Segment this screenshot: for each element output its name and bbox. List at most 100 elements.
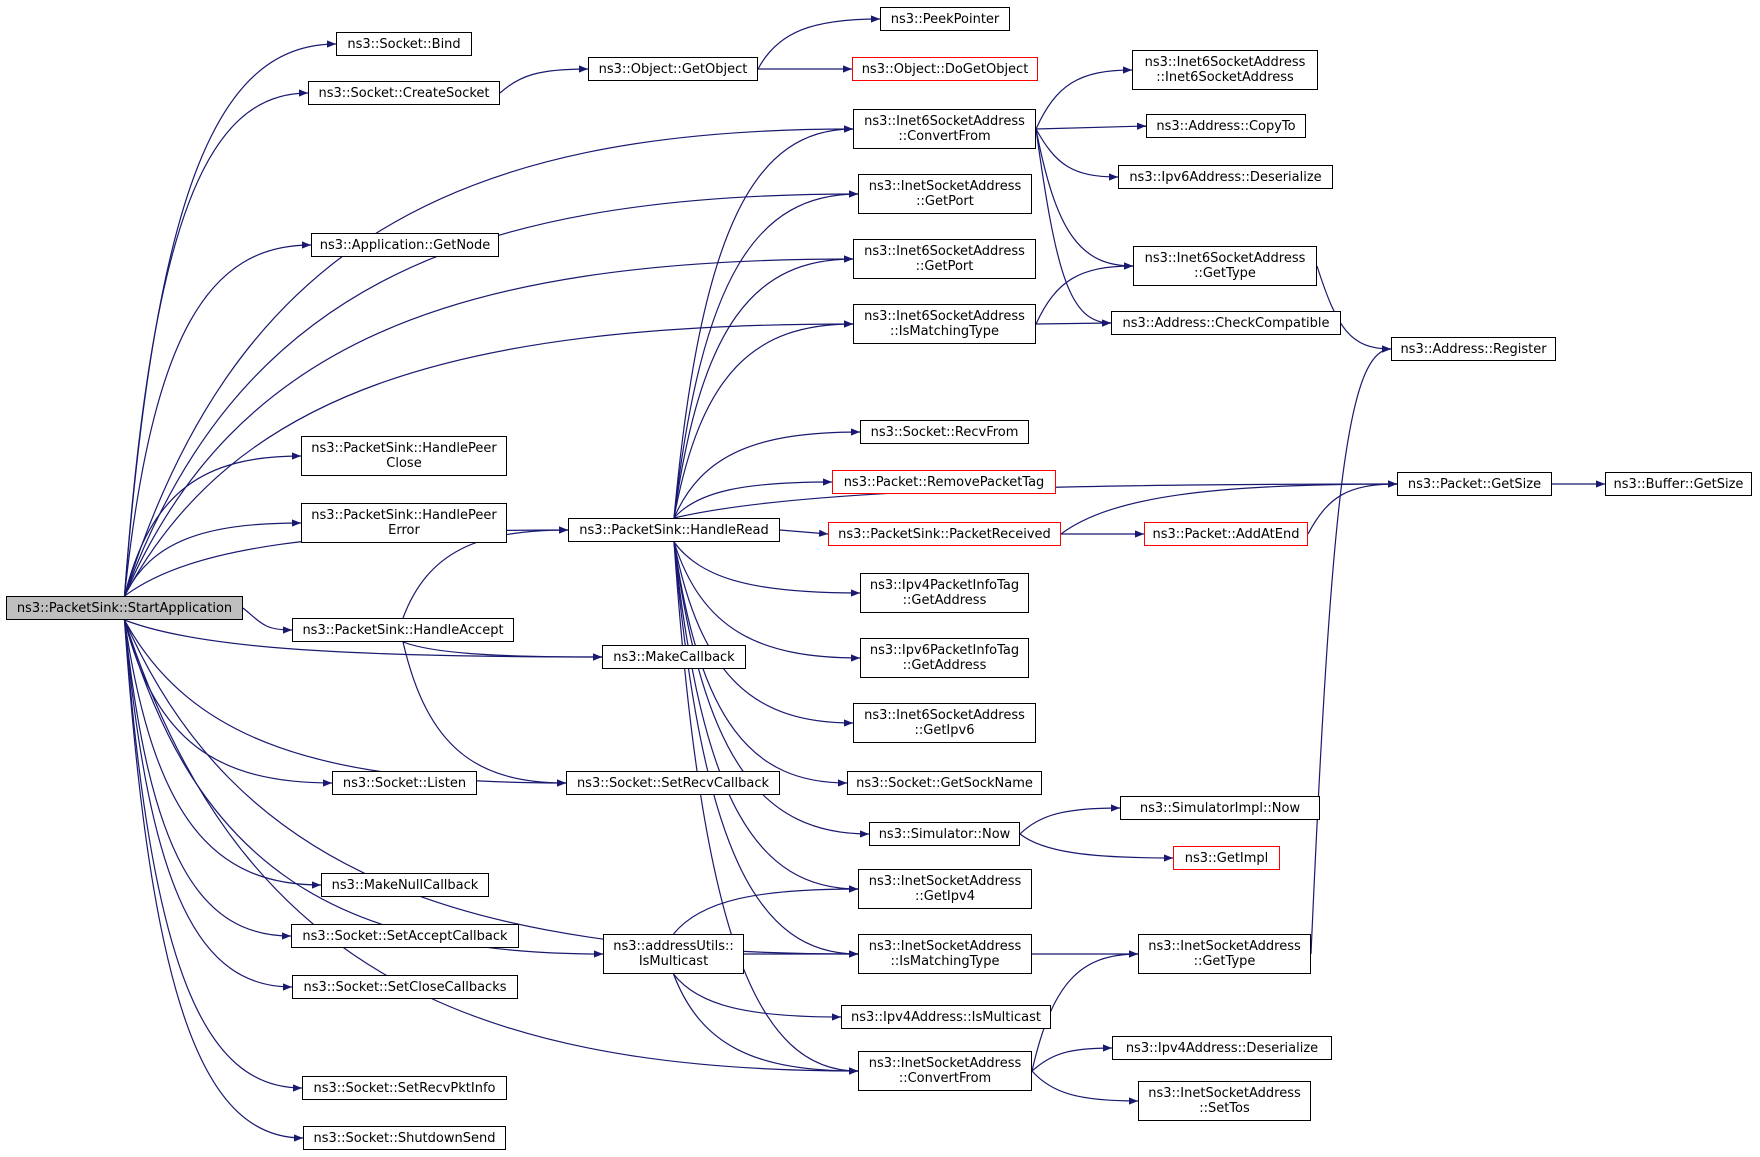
node-set-tos[interactable]: ns3::InetSocketAddress ::SetTos: [1138, 1081, 1311, 1121]
edge-root-to-handleAccept: [242, 607, 293, 634]
node-shutdown-send[interactable]: ns3::Socket::ShutdownSend: [303, 1126, 506, 1150]
edge-packetReceived-to-pGetSize: [1060, 480, 1398, 535]
node-i-get-port[interactable]: ns3::InetSocketAddress ::GetPort: [858, 174, 1032, 214]
node-handle-peer-close[interactable]: ns3::PacketSink::HandlePeer Close: [301, 436, 507, 476]
node-i6-get-port[interactable]: ns3::Inet6SocketAddress ::GetPort: [853, 239, 1036, 279]
edge-root-to-setAcceptCb: [123, 619, 292, 940]
node-get-node[interactable]: ns3::Application::GetNode: [311, 233, 499, 257]
node-i6-is-match[interactable]: ns3::Inet6SocketAddress ::IsMatchingType: [853, 304, 1036, 344]
edge-simNow-to-getImpl: [1019, 833, 1174, 862]
edge-root-to-iGetPort: [123, 190, 859, 597]
edge-iConvertFrom-to-iGetType: [1031, 950, 1139, 1072]
edge-root-to-setCloseCbs: [123, 619, 293, 991]
edge-root-to-setRecvPktInfo: [123, 619, 303, 1092]
node-sim-impl-now[interactable]: ns3::SimulatorImpl::Now: [1120, 796, 1320, 820]
node-remove-tag[interactable]: ns3::Packet::RemovePacketTag: [832, 470, 1056, 494]
node-check-compat[interactable]: ns3::Address::CheckCompatible: [1111, 311, 1341, 335]
node-add-at-end[interactable]: ns3::Packet::AddAtEnd: [1144, 522, 1308, 546]
edge-root-to-shutdownSend: [123, 619, 304, 1142]
edge-simNow-to-simImplNow: [1019, 804, 1121, 835]
edge-handleRead-to-iConvertFrom: [673, 541, 859, 1075]
edge-i6ConvertFrom-to-checkCompat: [1035, 128, 1112, 327]
node-get-sock-name[interactable]: ns3::Socket::GetSockName: [847, 771, 1042, 795]
node-ipv4-deser[interactable]: ns3::Ipv4Address::Deserialize: [1112, 1036, 1332, 1060]
edge-handleRead-to-simNow: [673, 541, 870, 838]
edge-handleAccept-to-setRecvCb: [402, 641, 567, 787]
edge-handleAccept-to-handleRead: [402, 526, 569, 619]
edge-root-to-isMulticast: [123, 619, 604, 958]
node-b-get-size[interactable]: ns3::Buffer::GetSize: [1605, 472, 1752, 496]
edge-getObject-to-peekPointer: [757, 15, 881, 70]
node-copy-to[interactable]: ns3::Address::CopyTo: [1146, 114, 1306, 138]
node-i6-convert-from[interactable]: ns3::Inet6SocketAddress ::ConvertFrom: [853, 109, 1036, 149]
edge-i6IsMatch-to-i6GetType: [1035, 262, 1134, 325]
edge-i6ConvertFrom-to-i6Ctor: [1035, 66, 1133, 130]
node-i-convert-from[interactable]: ns3::InetSocketAddress ::ConvertFrom: [858, 1051, 1032, 1091]
edge-handleRead-to-iGetIpv4: [673, 541, 859, 893]
edge-handleRead-to-i6GetIpv6: [673, 541, 854, 727]
node-set-recv-pkt-info[interactable]: ns3::Socket::SetRecvPktInfo: [302, 1076, 507, 1100]
edge-root-to-setRecvCb: [123, 619, 567, 787]
node-p-get-size[interactable]: ns3::Packet::GetSize: [1397, 472, 1552, 496]
node-ipv6-info-tag[interactable]: ns3::Ipv6PacketInfoTag ::GetAddress: [860, 638, 1029, 678]
node-do-get-object[interactable]: ns3::Object::DoGetObject: [852, 57, 1038, 81]
node-make-callback[interactable]: ns3::MakeCallback: [602, 645, 746, 669]
edge-handleRead-to-getSockName: [673, 541, 848, 787]
edge-handleRead-to-removeTag: [673, 478, 833, 519]
node-handle-peer-error[interactable]: ns3::PacketSink::HandlePeer Error: [301, 503, 507, 543]
node-i6-ctor[interactable]: ns3::Inet6SocketAddress ::Inet6SocketAdd…: [1132, 50, 1318, 90]
edge-handleRead-to-i6IsMatch: [673, 320, 854, 519]
node-handle-read[interactable]: ns3::PacketSink::HandleRead: [568, 518, 780, 542]
node-i-is-match[interactable]: ns3::InetSocketAddress ::IsMatchingType: [858, 934, 1032, 974]
node-sim-now[interactable]: ns3::Simulator::Now: [869, 822, 1020, 846]
edge-iGetType-to-register: [1310, 345, 1392, 955]
node-peek-pointer[interactable]: ns3::PeekPointer: [880, 7, 1010, 31]
edge-i6IsMatch-to-checkCompat: [1035, 319, 1112, 327]
edge-handleRead-to-i6GetPort: [673, 255, 854, 519]
node-root: ns3::PacketSink::StartApplication: [6, 596, 243, 620]
node-make-null-cb[interactable]: ns3::MakeNullCallback: [321, 873, 489, 897]
node-create-socket[interactable]: ns3::Socket::CreateSocket: [308, 81, 500, 105]
node-get-impl[interactable]: ns3::GetImpl: [1173, 846, 1280, 870]
node-register[interactable]: ns3::Address::Register: [1391, 337, 1556, 361]
node-listen[interactable]: ns3::Socket::Listen: [332, 771, 477, 795]
edge-isMulticast-to-iGetIpv4: [673, 885, 859, 935]
node-i-get-type[interactable]: ns3::InetSocketAddress ::GetType: [1138, 934, 1311, 974]
node-ipv4-info-tag[interactable]: ns3::Ipv4PacketInfoTag ::GetAddress: [860, 573, 1029, 613]
node-i6-get-ipv6[interactable]: ns3::Inet6SocketAddress ::GetIpv6: [853, 703, 1036, 743]
edge-i6ConvertFrom-to-ipv6Deser: [1035, 128, 1119, 181]
edge-handleRead-to-packetReceived: [779, 529, 829, 537]
edge-createSocket-to-getObject: [499, 65, 589, 94]
node-get-object[interactable]: ns3::Object::GetObject: [588, 57, 758, 81]
edge-root-to-iConvertFrom: [123, 619, 859, 1075]
edge-root-to-i6ConvertFrom: [123, 125, 854, 597]
edge-handleRead-to-iIsMatch: [673, 541, 859, 958]
node-set-accept-cb[interactable]: ns3::Socket::SetAcceptCallback: [291, 924, 519, 948]
node-i-get-ipv4[interactable]: ns3::InetSocketAddress ::GetIpv4: [858, 869, 1032, 909]
edge-root-to-i6IsMatch: [123, 320, 854, 597]
edge-root-to-handlePeerError: [123, 519, 302, 597]
node-bind[interactable]: ns3::Socket::Bind: [336, 32, 472, 56]
node-i6-get-type[interactable]: ns3::Inet6SocketAddress ::GetType: [1133, 246, 1317, 286]
edge-root-to-makeNullCb: [123, 619, 322, 889]
edge-isMulticast-to-ipv4IsMulticast: [673, 973, 842, 1021]
edge-handleRead-to-i6ConvertFrom: [673, 125, 854, 519]
edge-handleAccept-to-makeCallback: [402, 641, 603, 661]
node-handle-accept[interactable]: ns3::PacketSink::HandleAccept: [292, 618, 514, 642]
node-ipv6-deser[interactable]: ns3::Ipv6Address::Deserialize: [1118, 165, 1333, 189]
edge-iConvertFrom-to-setTos: [1031, 1070, 1139, 1105]
node-is-multicast[interactable]: ns3::addressUtils:: IsMulticast: [603, 934, 744, 974]
node-ipv4-is-multicast[interactable]: ns3::Ipv4Address::IsMulticast: [841, 1005, 1051, 1029]
edge-handleRead-to-ipv6InfoTag: [673, 541, 861, 662]
edge-root-to-getNode: [123, 241, 312, 597]
edge-addAtEnd-to-pGetSize: [1307, 480, 1398, 535]
node-recv-from[interactable]: ns3::Socket::RecvFrom: [860, 420, 1029, 444]
edge-iConvertFrom-to-ipv4Deser: [1031, 1044, 1113, 1072]
edge-i6ConvertFrom-to-i6GetType: [1035, 128, 1134, 270]
node-set-close-cbs[interactable]: ns3::Socket::SetCloseCallbacks: [292, 975, 518, 999]
node-set-recv-cb[interactable]: ns3::Socket::SetRecvCallback: [566, 771, 780, 795]
edge-isMulticast-to-iConvertFrom: [672, 973, 859, 1075]
edge-handleRead-to-ipv4InfoTag: [673, 541, 861, 597]
node-packet-received[interactable]: ns3::PacketSink::PacketReceived: [828, 522, 1061, 546]
